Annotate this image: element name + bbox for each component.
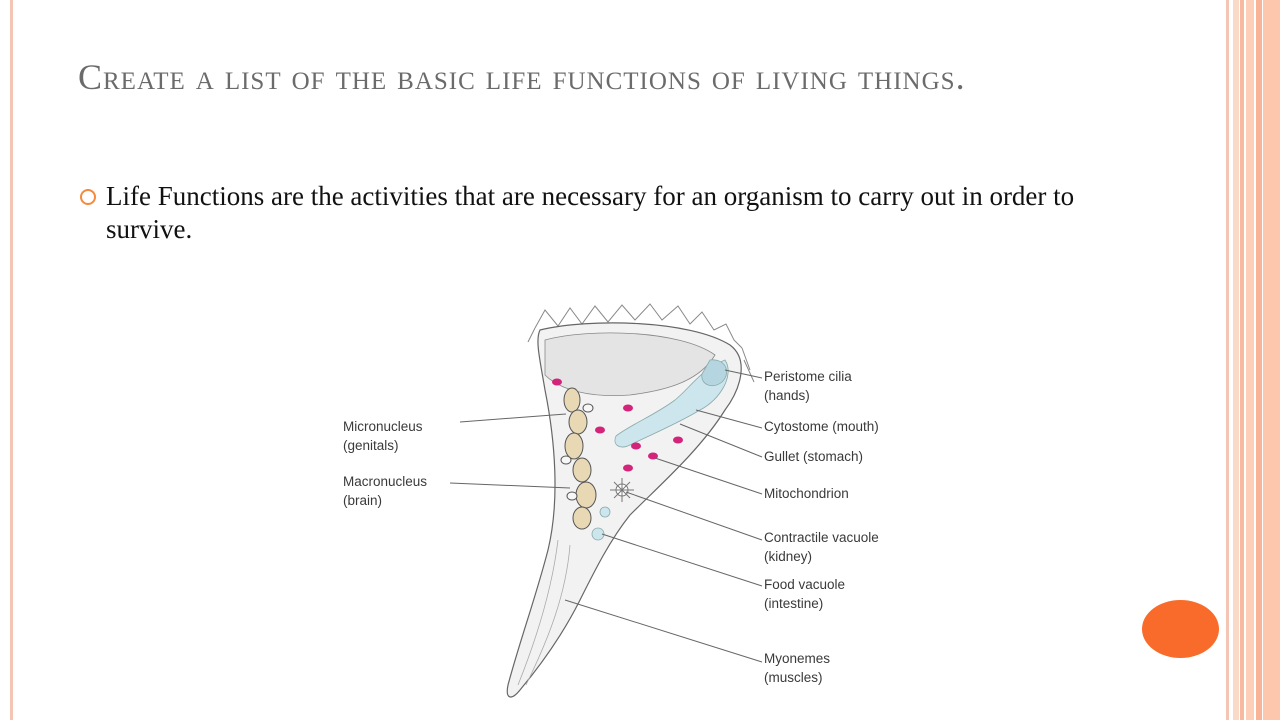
label-line: Macronucleus — [343, 474, 427, 489]
bullet-circle-icon — [80, 189, 96, 205]
label-line: (genitals) — [343, 438, 399, 453]
label-macronucleus: Macronucleus (brain) — [343, 474, 427, 508]
food-vacuole — [591, 506, 611, 541]
contractile-vacuole — [610, 478, 634, 502]
myonemes — [517, 539, 571, 686]
label-line: Peristome cilia — [764, 369, 852, 384]
label-line: Micronucleus — [343, 419, 423, 434]
label-line: Gullet (stomach) — [764, 449, 863, 464]
label-mitochondrion: Mitochondrion — [764, 486, 849, 501]
label-line: Myonemes — [764, 651, 830, 666]
label-line: Contractile vacuole — [764, 530, 879, 545]
label-contractile-vacuole: Contractile vacuole (kidney) — [764, 530, 879, 564]
label-line: (brain) — [343, 493, 382, 508]
gullet — [614, 359, 729, 448]
micronucleus — [560, 403, 594, 501]
accent-circle — [1142, 600, 1219, 658]
label-line: (kidney) — [764, 549, 812, 564]
label-peristome-cilia: Peristome cilia (hands) — [764, 369, 852, 403]
slide-title: Create a list of the basic life function… — [78, 57, 966, 97]
label-line: Food vacuole — [764, 577, 845, 592]
side-stripe — [1246, 0, 1254, 720]
label-cytostome: Cytostome (mouth) — [764, 419, 879, 434]
cytostome — [701, 359, 727, 387]
frame-line-right — [1226, 0, 1229, 720]
paramecium-diagram: Micronucleus (genitals) Macronucleus (brai… — [343, 303, 879, 698]
frame-line-left — [10, 0, 13, 720]
side-stripe — [1240, 0, 1244, 720]
label-micronucleus: Micronucleus (genitals) — [343, 419, 423, 453]
label-line: (intestine) — [764, 596, 823, 611]
side-stripe — [1233, 0, 1239, 720]
label-line: (muscles) — [764, 670, 823, 685]
side-stripe — [1256, 0, 1262, 720]
bullet-item: Life Functions are the activities that a… — [80, 180, 1140, 246]
label-line: Cytostome (mouth) — [764, 419, 879, 434]
cilia-fringe — [527, 303, 755, 383]
bullet-text: Life Functions are the activities that a… — [106, 181, 1075, 244]
side-stripe — [1263, 0, 1280, 720]
label-gullet: Gullet (stomach) — [764, 449, 863, 464]
label-myonemes: Myonemes (muscles) — [764, 651, 830, 685]
label-line: Mitochondrion — [764, 486, 849, 501]
label-line: (hands) — [764, 388, 810, 403]
leader-lines — [449, 369, 763, 663]
label-food-vacuole: Food vacuole (intestine) — [764, 577, 845, 611]
macronucleus — [563, 387, 597, 530]
